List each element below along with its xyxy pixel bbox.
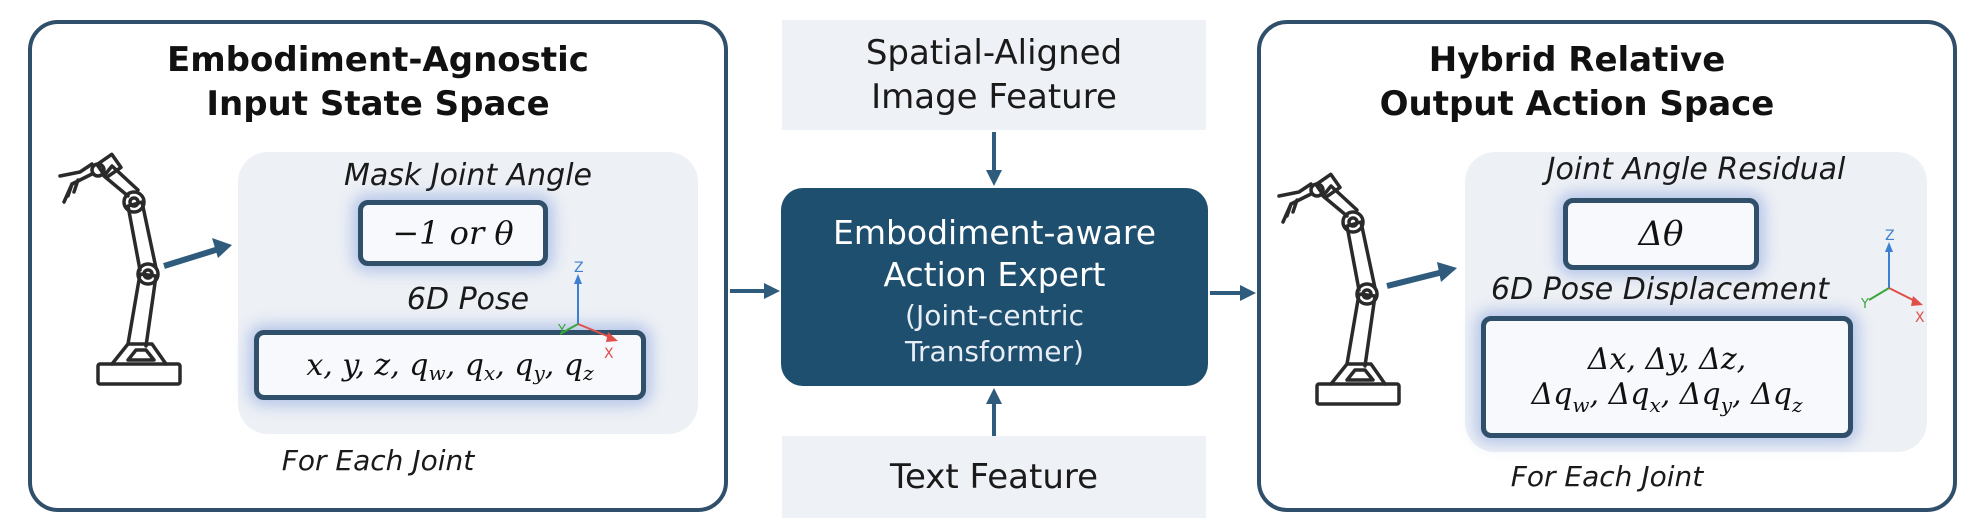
x-axis-label: X [1915, 310, 1925, 326]
x-axis-label: X [604, 346, 614, 362]
output-action-space-panel: Hybrid Relative Output Action Space Join… [1257, 20, 1957, 512]
input-state-space-panel: Embodiment-Agnostic Input State Space [28, 20, 728, 512]
mask-joint-angle-value: −1 or θ [358, 200, 548, 266]
expert-line-1: Embodiment-aware [832, 213, 1157, 252]
expert-line-2: Action Expert [883, 255, 1106, 294]
text-feature-box: Text Feature [782, 436, 1206, 518]
joint-angle-residual-label: Joint Angle Residual [1546, 152, 1846, 187]
title-line-1: Hybrid Relative [1428, 40, 1726, 80]
left-footer: For Each Joint [281, 444, 475, 477]
joint-angle-residual-value: Δθ [1563, 198, 1759, 270]
6d-pose-label: 6D Pose [406, 282, 530, 317]
action-expert-box: Embodiment-aware Action Expert (Joint-ce… [781, 188, 1208, 386]
text-feature-label: Text Feature [889, 457, 1099, 497]
pose-value-text: x, y, z, q [306, 347, 429, 383]
title-line-1: Embodiment-Agnostic [167, 40, 589, 80]
right-footer: For Each Joint [1510, 460, 1704, 493]
output-action-inner-box: Joint Angle Residual Δθ 6D Pose Displace… [1465, 152, 1927, 452]
mask-value-text: −1 or θ [392, 214, 514, 252]
robot-arm-icon [58, 152, 182, 386]
input-state-space-title: Embodiment-Agnostic Input State Space [32, 38, 724, 126]
expert-line-3: (Joint-centric [905, 299, 1084, 332]
coordinate-axes-icon: Z X Y [557, 260, 618, 362]
title-line-2: Output Action Space [1379, 84, 1775, 124]
title-line-2: Input State Space [206, 84, 550, 124]
mask-joint-angle-label: Mask Joint Angle [343, 158, 593, 193]
y-axis-label: Y [557, 323, 566, 338]
displacement-line-1: Δx, Δy, Δz, [1587, 342, 1747, 377]
coordinate-axes-icon: Z X Y [1860, 228, 1925, 326]
robot-arm-icon [1277, 172, 1401, 406]
image-feature-line-2: Image Feature [871, 77, 1117, 117]
robot-to-action-arrow [1386, 262, 1457, 289]
image-feature-box: Spatial-Aligned Image Feature [782, 20, 1206, 130]
image-feature-line-1: Spatial-Aligned [865, 33, 1123, 73]
output-action-space-title: Hybrid Relative Output Action Space [1231, 38, 1923, 126]
z-axis-label: Z [574, 260, 584, 276]
expert-line-4: Transformer) [905, 335, 1084, 368]
6d-pose-displacement-value: Δx, Δy, Δz, Δqw, Δqx, Δqy, Δqz [1481, 316, 1853, 438]
input-state-inner-box: Mask Joint Angle −1 or θ 6D Pose x, y, z… [238, 152, 698, 434]
displacement-line-2: Δqw, Δqx, Δqy, Δqz [1531, 377, 1803, 417]
6d-pose-displacement-label: 6D Pose Displacement [1490, 272, 1830, 307]
residual-value-text: Δθ [1638, 214, 1684, 254]
y-axis-label: Y [1860, 297, 1869, 312]
robot-to-state-arrow [163, 238, 232, 269]
z-axis-label: Z [1885, 228, 1895, 244]
